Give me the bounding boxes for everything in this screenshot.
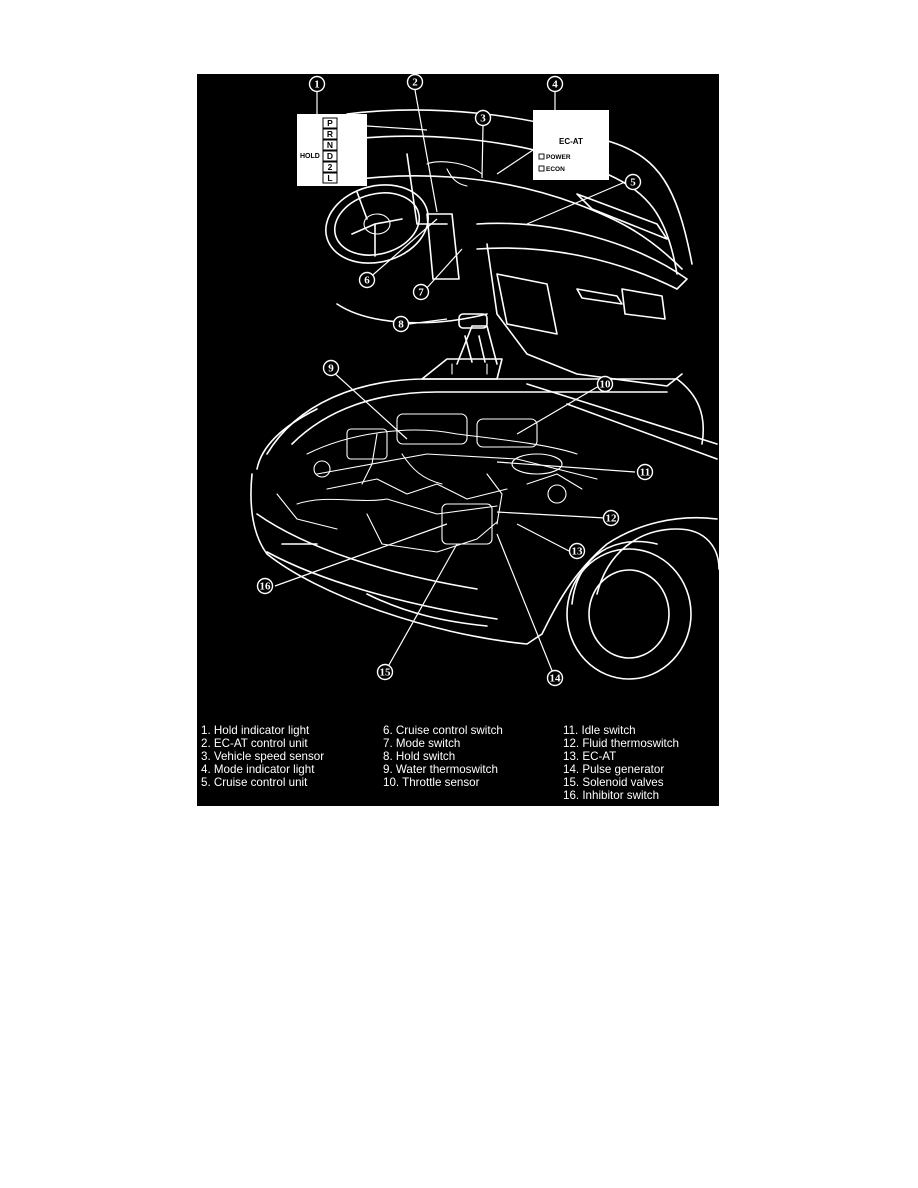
hold-gear-box xyxy=(322,172,338,184)
mode-indicator-inset: EC-AT POWER ECON xyxy=(533,110,609,180)
legend-item-7: 7. Mode switch xyxy=(383,737,461,750)
hold-gear-box xyxy=(322,117,338,129)
legend-item-10: 10. Throttle sensor xyxy=(383,776,480,789)
callout-5: 5 xyxy=(624,173,642,191)
callout-8: 8 xyxy=(392,315,410,333)
callout-2: 2 xyxy=(406,74,424,91)
callout-11: 11 xyxy=(636,463,654,481)
legend-item-11: 11. Idle switch xyxy=(563,724,636,737)
legend-item-1: 1. Hold indicator light xyxy=(201,724,310,737)
svg-text:9: 9 xyxy=(328,363,334,375)
callout-14: 14 xyxy=(546,669,564,687)
svg-text:14: 14 xyxy=(550,673,562,685)
legend-item-14: 14. Pulse generator xyxy=(563,763,665,776)
svg-text:6: 6 xyxy=(364,275,370,287)
dashboard-outline xyxy=(316,109,693,387)
hold-gear-letter: 2 xyxy=(328,162,333,172)
hold-gear-letter: R xyxy=(327,129,333,139)
hood-outline xyxy=(256,378,718,470)
legend-item-16: 16. Inhibitor switch xyxy=(563,789,660,802)
callout-16: 16 xyxy=(256,577,274,595)
svg-text:16: 16 xyxy=(260,581,272,593)
callout-1: 1 xyxy=(308,75,326,93)
callout-4: 4 xyxy=(546,75,564,93)
callout-13: 13 xyxy=(568,542,586,560)
svg-text:8: 8 xyxy=(398,319,404,331)
front-wheel xyxy=(566,540,692,680)
mode-inset-power: POWER xyxy=(546,154,571,161)
steering-wheel xyxy=(325,184,429,264)
legend-item-8: 8. Hold switch xyxy=(383,750,456,763)
legend-column-3: 11. Idle switch 12. Fluid thermoswitch 1… xyxy=(563,724,679,802)
svg-text:1: 1 xyxy=(314,79,320,91)
callout-6: 6 xyxy=(358,271,376,289)
legend: 1. Hold indicator light 2. EC-AT control… xyxy=(197,724,719,806)
callout-9: 9 xyxy=(322,359,340,377)
legend-item-4: 4. Mode indicator light xyxy=(201,763,315,776)
svg-text:3: 3 xyxy=(480,113,486,125)
hold-gear-letter: N xyxy=(327,140,333,150)
hold-gear-box xyxy=(322,161,338,173)
hold-gear-box xyxy=(322,150,338,162)
front-bumper-and-body xyxy=(250,473,719,645)
svg-text:12: 12 xyxy=(606,513,618,525)
legend-item-9: 9. Water thermoswitch xyxy=(383,763,498,776)
leader-lines xyxy=(274,89,636,679)
svg-text:10: 10 xyxy=(600,379,612,391)
hold-gear-box xyxy=(322,128,338,140)
hold-gear-letter: D xyxy=(327,151,333,161)
legend-item-12: 12. Fluid thermoswitch xyxy=(563,737,679,750)
callout-15: 15 xyxy=(376,663,394,681)
svg-text:15: 15 xyxy=(380,667,392,679)
legend-item-2: 2. EC-AT control unit xyxy=(201,737,308,750)
svg-text:11: 11 xyxy=(640,467,650,479)
legend-column-1: 1. Hold indicator light 2. EC-AT control… xyxy=(201,724,324,789)
hold-gear-letter: P xyxy=(327,118,333,128)
hold-gear-box xyxy=(322,139,338,151)
svg-text:7: 7 xyxy=(418,287,424,299)
hold-label: HOLD xyxy=(300,153,320,160)
callout-12: 12 xyxy=(602,509,620,527)
legend-item-13: 13. EC-AT xyxy=(563,750,617,763)
legend-item-15: 15. Solenoid valves xyxy=(563,776,664,789)
engine-components xyxy=(276,413,598,553)
hold-gear-letter: L xyxy=(327,173,332,183)
legend-item-3: 3. Vehicle speed sensor xyxy=(201,750,325,763)
mode-inset-econ: ECON xyxy=(546,166,565,173)
legend-item-5: 5. Cruise control unit xyxy=(201,776,308,789)
legend-column-2: 6. Cruise control switch 7. Mode switch … xyxy=(383,724,503,789)
svg-text:5: 5 xyxy=(630,177,636,189)
callout-10: 10 xyxy=(596,375,614,393)
callout-7: 7 xyxy=(412,283,430,301)
legend-item-6: 6. Cruise control switch xyxy=(383,724,503,737)
gear-selector xyxy=(421,313,503,380)
svg-text:4: 4 xyxy=(552,79,558,91)
mode-inset-title: EC-AT xyxy=(559,137,583,146)
callout-3: 3 xyxy=(474,109,492,127)
svg-text:2: 2 xyxy=(412,77,418,89)
svg-text:13: 13 xyxy=(572,546,584,558)
